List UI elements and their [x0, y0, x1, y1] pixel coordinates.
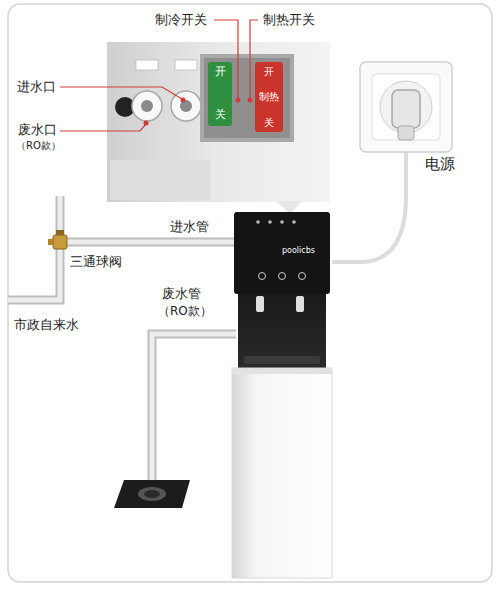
power-cord [332, 138, 406, 262]
brand-text: poolicbs [282, 246, 315, 256]
model-note: （RO款） [158, 304, 212, 318]
switch-text: 关 [264, 117, 274, 129]
switch-label: 制热开关 [263, 12, 315, 28]
source-label: 市政自来水 [14, 317, 79, 333]
switch-text: 关 [215, 109, 226, 122]
leader-lines [60, 20, 258, 131]
heating-switch: 开制热关 [255, 62, 283, 132]
inset-photo [107, 42, 330, 214]
switch-text: 开 [215, 66, 226, 79]
model-note: （RO款） [16, 140, 61, 152]
switch-text: 制热 [259, 91, 279, 103]
pipe-label: 废水管 [162, 286, 201, 302]
cooling-switch: 开关 [208, 62, 232, 126]
ball-valve [48, 230, 67, 249]
pipe-label: 进水管 [170, 219, 209, 235]
floor-drain [114, 480, 190, 508]
water-pipes [8, 196, 236, 492]
power-label: 电源 [425, 155, 455, 173]
port-label: 进水口 [17, 79, 56, 95]
valve-label: 三通球阀 [70, 254, 122, 270]
port-label: 废水口 [18, 122, 57, 138]
switch-label: 制冷开关 [155, 12, 207, 28]
water-dispenser [232, 212, 332, 578]
leader-dots [144, 98, 253, 126]
wall-socket [360, 62, 452, 152]
switch-text: 开 [264, 66, 274, 78]
outer-frame [8, 4, 492, 582]
